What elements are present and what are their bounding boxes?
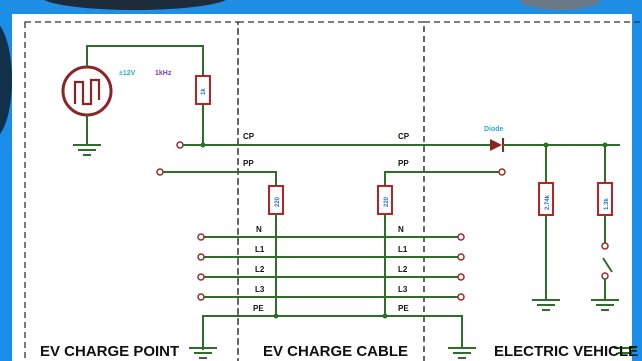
cable-cp-label-right: CP [398,132,410,141]
source-resistor [195,75,211,105]
diode-label: Diode [484,126,504,133]
power-lines [197,233,465,301]
vehicle-resistor-2-value: 1.3k [604,198,610,210]
cable-l2-label-left: L2 [255,265,265,274]
vehicle-pe-ground-icon [448,347,476,359]
left-dark-edge [0,20,12,140]
cp-pin-charge-point [176,141,184,149]
square-wave-icon [73,78,101,106]
vehicle-ground-1-icon [532,299,560,311]
pp-pin-charge-point [156,168,164,176]
electric-vehicle-box [423,21,642,361]
pp-pin-vehicle [498,168,506,176]
grey-object [520,0,600,10]
cable-pp-label-right: PP [398,159,409,168]
cable-pp-label-left: PP [243,159,254,168]
switch-icon [602,257,613,273]
cable-l3-label-right: L3 [398,285,408,294]
cable-l3-label-left: L3 [255,285,265,294]
cable-n-label-left: N [256,225,262,234]
electric-vehicle-title: ELECTRIC VEHICLE [494,343,638,360]
switch-pin-top [601,242,609,250]
charge-point-ground-icon [189,347,217,359]
cable-l1-label-right: L1 [398,245,408,254]
charge-point-box [24,21,239,361]
cable-pe-label-left: PE [253,304,264,313]
source-frequency: 1kHz [155,70,172,77]
vehicle-ground-2-icon [591,299,619,311]
diode-icon [490,139,502,151]
cable-pe-label-right: PE [398,304,409,313]
cable-l1-label-left: L1 [255,245,265,254]
pwm-source-icon [61,65,113,117]
source-ground-icon [73,144,101,156]
cable-n-label-right: N [398,225,404,234]
source-resistor-value: 1k [201,88,207,95]
source-amplitude: ±12V [119,70,136,77]
charge-point-title: EV CHARGE POINT [40,343,179,360]
dark-object [40,0,230,10]
cable-cp-label-left: CP [243,132,255,141]
vehicle-resistor-1-value: 2.74k [545,194,551,210]
charge-cable-title: EV CHARGE CABLE [263,343,408,360]
cable-l2-label-right: L2 [398,265,408,274]
cable-resistor-right-value: 220 [384,196,390,207]
background-photo-strip [0,0,642,14]
cable-resistor-left-value: 220 [275,196,281,207]
charge-cable-box [237,21,425,361]
vehicle-chassis-ground-icon [614,347,636,354]
diagram-panel [12,14,632,361]
switch-pin-bottom [601,272,609,280]
